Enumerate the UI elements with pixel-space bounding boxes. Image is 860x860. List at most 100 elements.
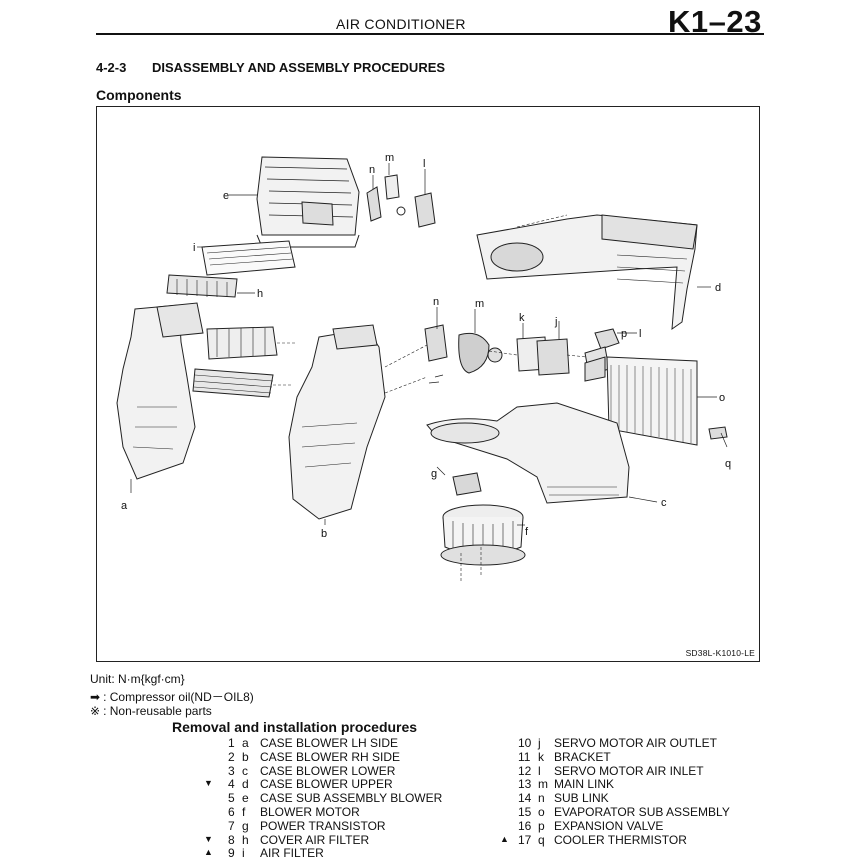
assembly-dashed-lines xyxy=(273,214,588,581)
case-blower-rh-side-drawing xyxy=(288,324,386,520)
blower-motor-drawing xyxy=(440,504,526,566)
part-letter: i xyxy=(242,846,245,860)
part-name: POWER TRANSISTOR xyxy=(260,818,386,833)
legend-compressor-oil: ➡: Compressor oil(ND－OIL8) xyxy=(90,688,254,705)
part-name: BRACKET xyxy=(554,749,611,764)
callout-g: g xyxy=(431,468,437,480)
part-name: BLOWER MOTOR xyxy=(260,804,360,819)
part-mark: ▲ xyxy=(500,833,509,844)
part-letter: q xyxy=(538,832,545,847)
centre-links-drawing xyxy=(424,324,570,384)
part-name: CASE SUB ASSEMBLY BLOWER xyxy=(260,791,443,806)
cooler-thermistor-drawing xyxy=(708,426,728,440)
part-number: 15 xyxy=(518,804,532,819)
callout-c: c xyxy=(661,497,667,509)
part-letter: c xyxy=(242,763,248,778)
part-mark: ▲ xyxy=(204,847,213,858)
section-number: 4-2-3 xyxy=(96,60,127,75)
part-row: 15 o EVAPORATOR SUB ASSEMBLY xyxy=(496,805,756,819)
reference-mark-icon: ※ xyxy=(90,704,101,718)
part-letter: e xyxy=(242,791,249,806)
part-letter: k xyxy=(538,749,544,764)
callout-m-top: m xyxy=(385,152,394,164)
case-blower-lower-drawing xyxy=(426,402,630,504)
procedures-heading: Removal and installation procedures xyxy=(172,719,418,735)
part-row: 10 j SERVO MOTOR AIR OUTLET xyxy=(496,736,756,750)
top-links-drawing xyxy=(366,174,436,228)
part-mark: ▼ xyxy=(204,778,213,789)
diagram-code: SD38L-K1010-LE xyxy=(685,648,755,658)
part-letter: d xyxy=(242,777,249,792)
header-rule xyxy=(96,33,764,35)
part-letter: j xyxy=(538,736,541,750)
part-letter: b xyxy=(242,749,249,764)
legend-non-reusable: ※: Non-reusable parts xyxy=(90,704,212,718)
power-transistor-drawing xyxy=(452,472,482,496)
components-diagram: a b c d e f g h i j k l m n o p q n m l … xyxy=(96,106,760,662)
case-blower-lh-side-drawing xyxy=(116,302,204,480)
callout-n-top: n xyxy=(369,164,375,176)
legend-compressor-text: : Compressor oil(ND－OIL8) xyxy=(103,690,254,704)
part-name: CASE BLOWER LOWER xyxy=(260,763,396,778)
grille-drawing xyxy=(192,326,278,398)
part-name: SUB LINK xyxy=(554,791,609,806)
part-number: 6 xyxy=(228,804,235,819)
part-letter: l xyxy=(538,763,541,778)
diagram-callouts: a b c d e f g h i j k l m n o p q n m l xyxy=(121,152,731,540)
part-letter: g xyxy=(242,818,249,833)
part-name: AIR FILTER xyxy=(260,846,324,860)
part-number: 13 xyxy=(518,777,532,792)
callout-p: p xyxy=(621,328,627,340)
part-name: CASE BLOWER UPPER xyxy=(260,777,393,792)
legend-unit: Unit: N·m{kgf·cm} xyxy=(90,672,185,686)
callout-m: m xyxy=(475,298,484,310)
callout-b: b xyxy=(321,528,327,540)
part-letter: f xyxy=(242,804,246,819)
part-number: 3 xyxy=(228,763,235,778)
callout-e: e xyxy=(223,190,229,202)
air-filter-drawing xyxy=(201,240,296,276)
case-sub-assembly-blower-drawing xyxy=(256,156,360,248)
part-number: 16 xyxy=(518,818,532,833)
part-letter: m xyxy=(538,777,548,792)
part-number: 11 xyxy=(518,749,531,764)
part-letter: o xyxy=(538,804,545,819)
leader-lines xyxy=(130,163,728,526)
part-letter: a xyxy=(242,736,249,750)
arrow-icon: ➡ xyxy=(90,690,101,704)
part-name: CASE BLOWER RH SIDE xyxy=(260,749,401,764)
part-number: 10 xyxy=(518,736,532,750)
part-name: EXPANSION VALVE xyxy=(554,818,664,833)
part-row: 11 k BRACKET xyxy=(496,750,756,764)
callout-d: d xyxy=(715,282,721,294)
callout-k: k xyxy=(519,312,525,324)
part-number: 7 xyxy=(228,818,235,833)
part-name: EVAPORATOR SUB ASSEMBLY xyxy=(554,804,730,819)
part-name: SERVO MOTOR AIR OUTLET xyxy=(554,736,717,750)
part-letter: n xyxy=(538,791,545,806)
header-title: AIR CONDITIONER xyxy=(336,16,466,32)
part-number: 17 xyxy=(518,832,532,847)
part-number: 1 xyxy=(228,736,235,750)
components-heading: Components xyxy=(96,87,182,103)
part-row: 16 p EXPANSION VALVE xyxy=(496,819,756,833)
section-title: DISASSEMBLY AND ASSEMBLY PROCEDURES xyxy=(152,60,446,75)
legend-non-reusable-text: : Non-reusable parts xyxy=(103,704,212,718)
part-letter: p xyxy=(538,818,545,833)
exploded-view-drawing: a b c d e f g h i j k l m n o p q n m l xyxy=(116,152,731,581)
callout-q: q xyxy=(725,458,731,470)
case-blower-upper-drawing xyxy=(476,214,698,331)
